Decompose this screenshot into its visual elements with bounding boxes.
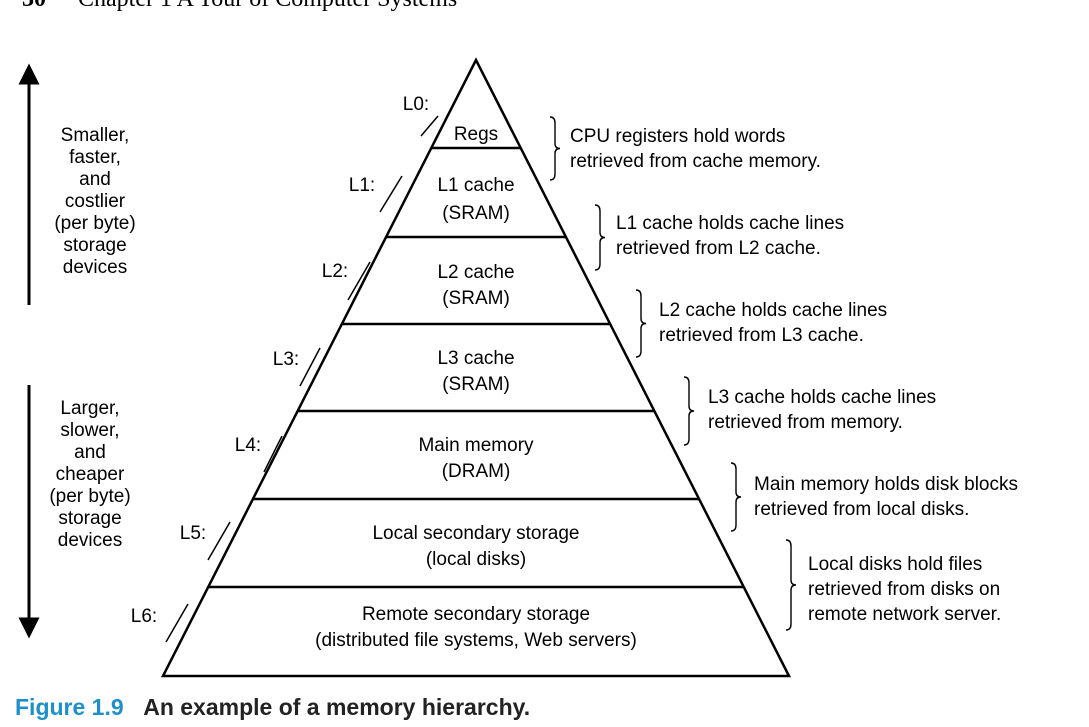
level-3: L3: L3 cache(SRAM) L3 cache holds cache li… bbox=[273, 347, 936, 446]
level-name: Regs bbox=[454, 124, 498, 145]
level-pointer bbox=[263, 435, 283, 473]
figure-caption: Figure 1.9 An example of a memory hierar… bbox=[15, 694, 530, 721]
level-pointer bbox=[299, 347, 321, 387]
level-label: L4: bbox=[235, 435, 261, 456]
description-brace bbox=[683, 376, 695, 446]
level-pointer bbox=[379, 175, 403, 213]
level-name: L1 cache(SRAM) bbox=[437, 175, 514, 224]
level-label: L2: bbox=[322, 261, 348, 282]
level-dividers bbox=[208, 146, 744, 589]
level-6: L6: Remote secondary storage(distributed … bbox=[131, 603, 637, 651]
level-name: Main memory(DRAM) bbox=[418, 435, 534, 482]
figure-number: Figure 1.9 bbox=[15, 694, 124, 720]
level-1: L1: L1 cache(SRAM) L1 cache holds cache li… bbox=[349, 175, 844, 271]
level-5: L5: Local secondary storage(local disks) L… bbox=[180, 521, 1001, 631]
page-number: 30 bbox=[22, 0, 46, 12]
description-brace bbox=[594, 204, 606, 271]
level-pointer bbox=[420, 115, 439, 137]
description-brace bbox=[549, 116, 561, 181]
level-pointer bbox=[347, 261, 371, 301]
page-header: 30 Chapter 1 A Tour of Computer Systems bbox=[22, 0, 457, 13]
level-label: L6: bbox=[131, 606, 157, 627]
level-4: L4: Main memory(DRAM) Main memory holds di… bbox=[235, 435, 1018, 532]
description-brace bbox=[785, 539, 797, 631]
level-label: L3: bbox=[273, 349, 299, 370]
level-label: L0: bbox=[403, 94, 429, 115]
level-name: L2 cache(SRAM) bbox=[437, 262, 514, 309]
level-name: L3 cache(SRAM) bbox=[437, 348, 514, 395]
level-label: L5: bbox=[180, 523, 206, 544]
pyramid-outline bbox=[160, 57, 792, 678]
level-name: Remote secondary storage(distributed fil… bbox=[315, 604, 637, 651]
chapter-title: Chapter 1 A Tour of Computer Systems bbox=[78, 0, 457, 12]
description-brace bbox=[730, 462, 742, 532]
level-pointer bbox=[165, 603, 189, 643]
level-2: L2: L2 cache(SRAM) L2 cache holds cache li… bbox=[322, 261, 887, 358]
level-pointer bbox=[207, 521, 231, 561]
description-brace bbox=[635, 289, 647, 358]
level-label: L1: bbox=[349, 175, 375, 196]
level-name: Local secondary storage(local disks) bbox=[372, 523, 579, 570]
figure-title: An example of a memory hierarchy. bbox=[143, 694, 531, 720]
